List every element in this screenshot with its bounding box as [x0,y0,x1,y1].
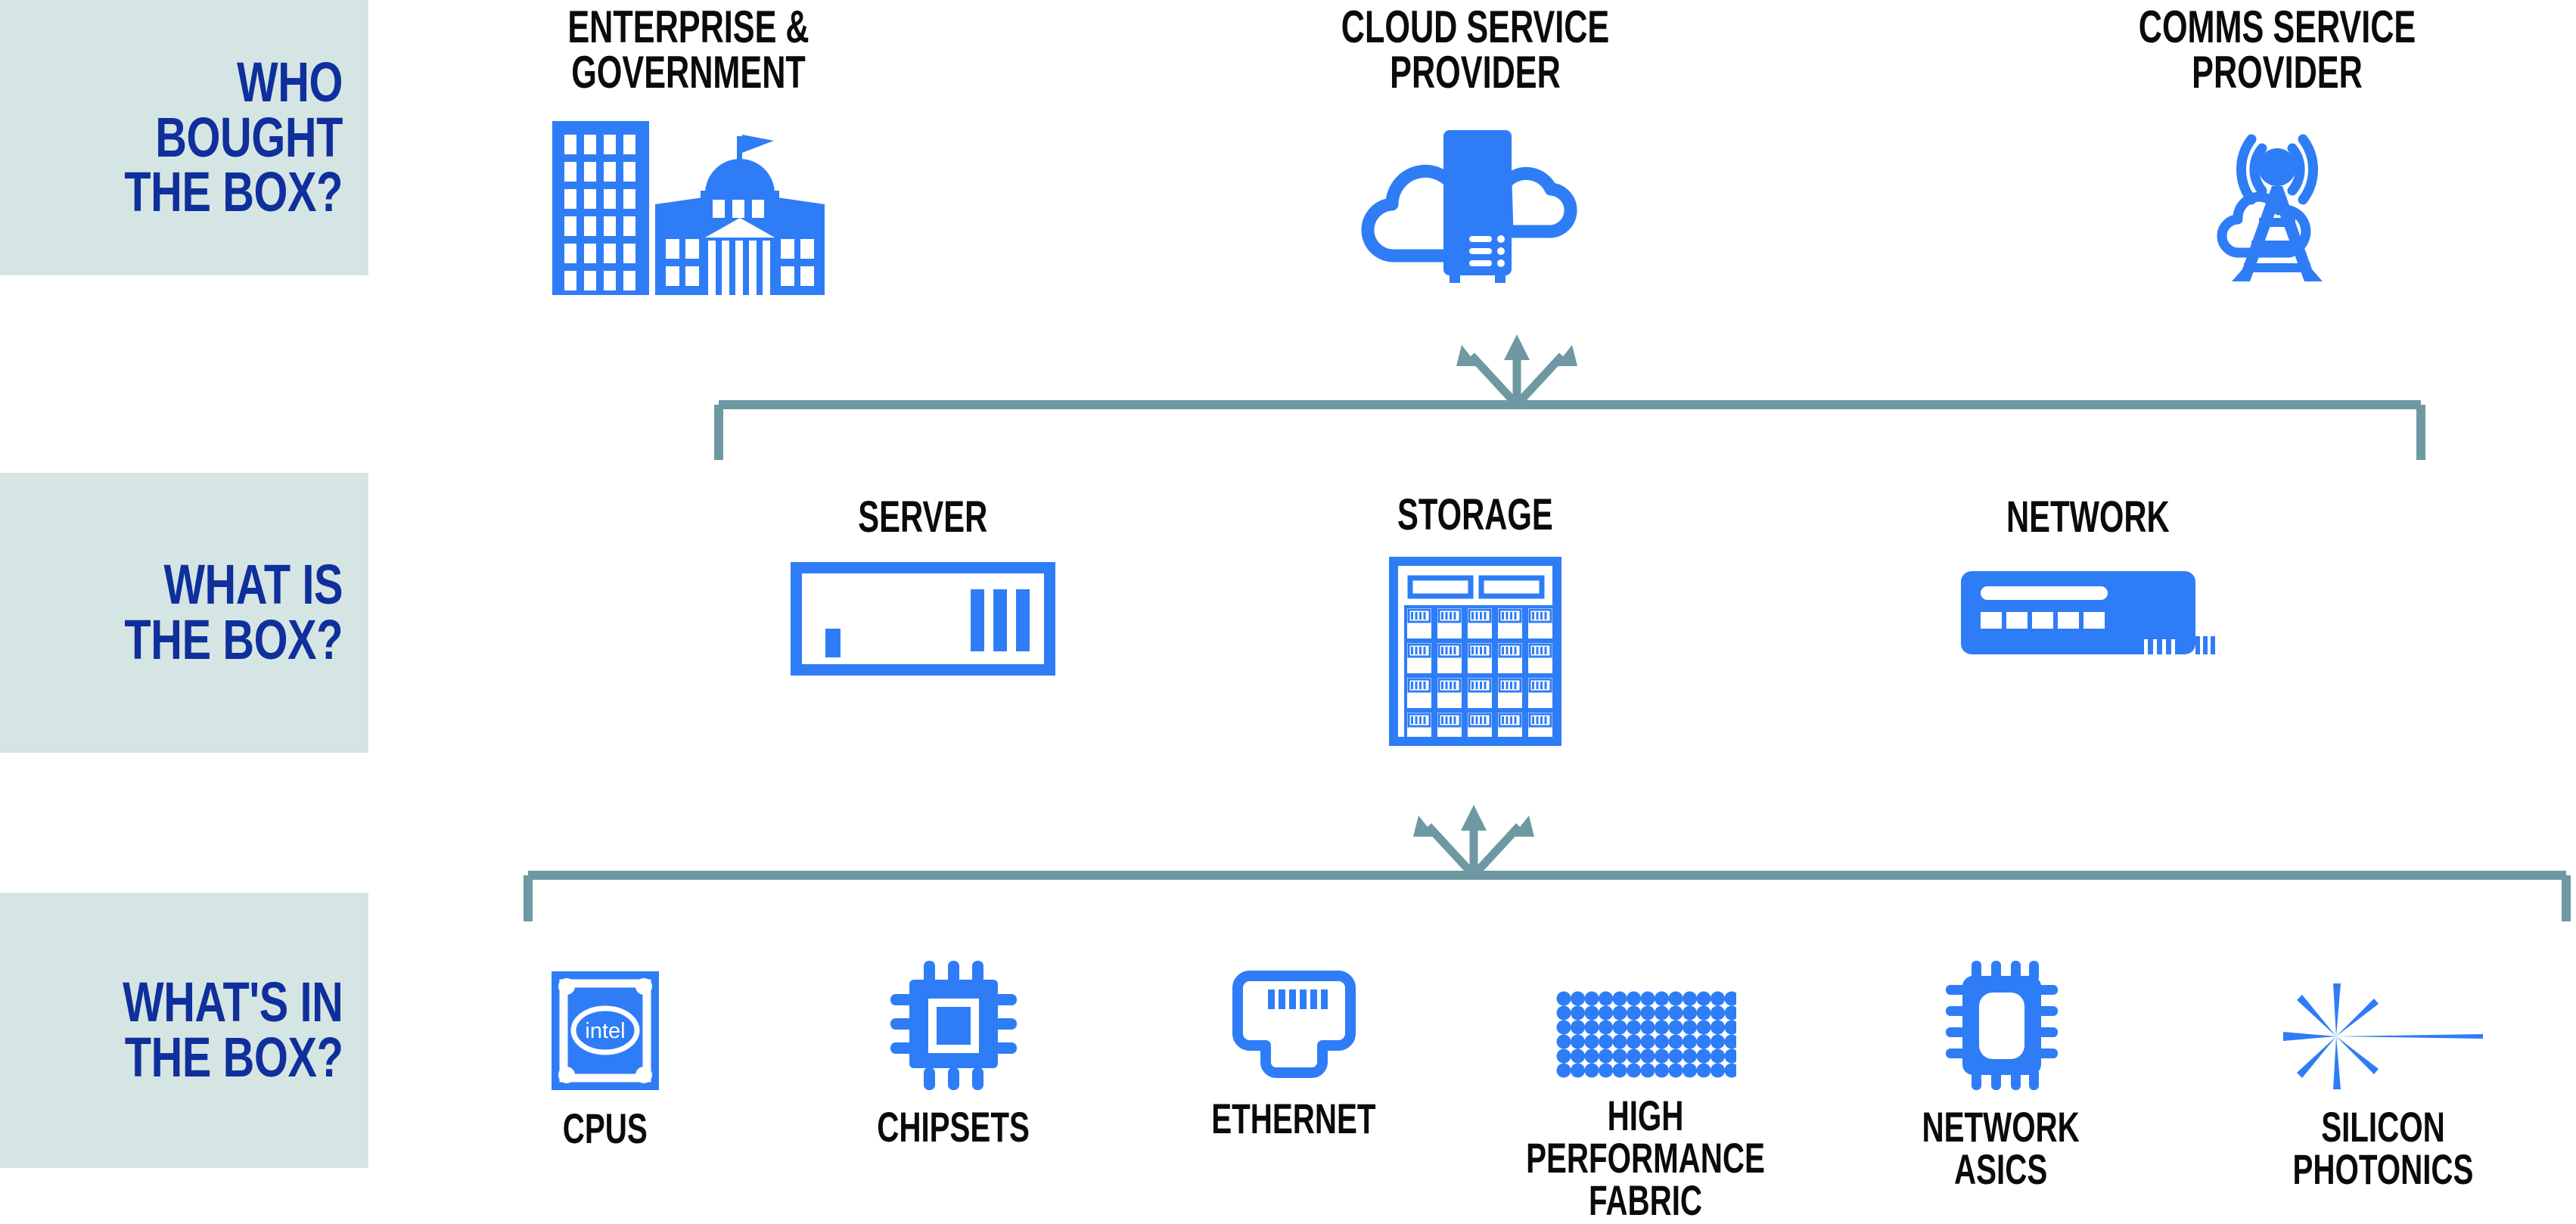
chipset-icon [889,959,1018,1095]
node-storage: STORAGE [1320,493,1630,750]
label-comms-service-provider: COMMS SERVICE PROVIDER [2138,2,2416,98]
node-cpus: intel CPUS [484,968,726,1150]
label-chipsets: CHIPSETS [877,1103,1030,1151]
node-ethernet: ETHERNET [1165,970,1422,1140]
intel-cpu-icon: intel [548,968,662,1097]
question-panel-whats-in-the-box: WHAT'S IN THE BOX? [0,893,368,1168]
question-panel-who-bought-the-box: WHO BOUGHT THE BOX? [0,0,368,275]
intel-wordmark: intel [585,1019,625,1043]
cell-tower-icon [2164,95,2391,296]
node-server: SERVER [704,492,1142,681]
rj45-port-icon [1232,970,1356,1087]
question-label-who-bought-the-box: WHO BOUGHT THE BOX? [124,51,343,224]
label-cpus: CPUS [562,1104,648,1152]
question-label-what-is-the-box: WHAT IS THE BOX? [124,553,343,671]
label-cloud-service-provider: CLOUD SERVICE PROVIDER [1341,2,1610,98]
cloud-server-icon [1339,95,1611,297]
label-storage: STORAGE [1397,490,1553,539]
node-network-asics: NETWORK ASICS [1876,959,2126,1191]
node-high-performance-fabric: HIGH PERFORMANCE FABRIC [1475,976,1816,1222]
network-switch-icon [1959,539,2217,675]
question-panel-what-is-the-box: WHAT IS THE BOX? [0,473,368,753]
office-capitol-icon [545,95,832,300]
connector-boxes-to-components [514,802,2576,942]
storage-array-icon [1389,537,1561,750]
node-network: NETWORK [1869,496,2307,675]
label-silicon-photonics: SILICON PHOTONICS [2292,1103,2474,1193]
node-comms-service-provider: COMMS SERVICE PROVIDER [1982,5,2572,296]
node-cloud-service-provider: CLOUD SERVICE PROVIDER [1210,5,1740,297]
label-ethernet: ETHERNET [1211,1095,1376,1142]
label-enterprise-government: ENTERPRISE & GOVERNMENT [567,2,809,98]
rack-server-icon [785,539,1061,681]
node-silicon-photonics: SILICON PHOTONICS [2232,976,2534,1191]
connector-buyers-to-boxes [704,333,2436,473]
label-network: NETWORK [2006,492,2170,542]
fabric-mesh-icon [1555,976,1739,1084]
light-burst-icon [2277,976,2489,1095]
label-high-performance-fabric: HIGH PERFORMANCE FABRIC [1526,1092,1765,1224]
node-enterprise-government: ENTERPRISE & GOVERNMENT [424,5,953,300]
node-chipsets: CHIPSETS [817,959,1089,1148]
label-network-asics: NETWORK ASICS [1922,1103,2080,1193]
asic-chip-icon [1944,959,2058,1095]
label-server: SERVER [858,492,988,542]
question-label-whats-in-the-box: WHAT'S IN THE BOX? [122,971,343,1089]
